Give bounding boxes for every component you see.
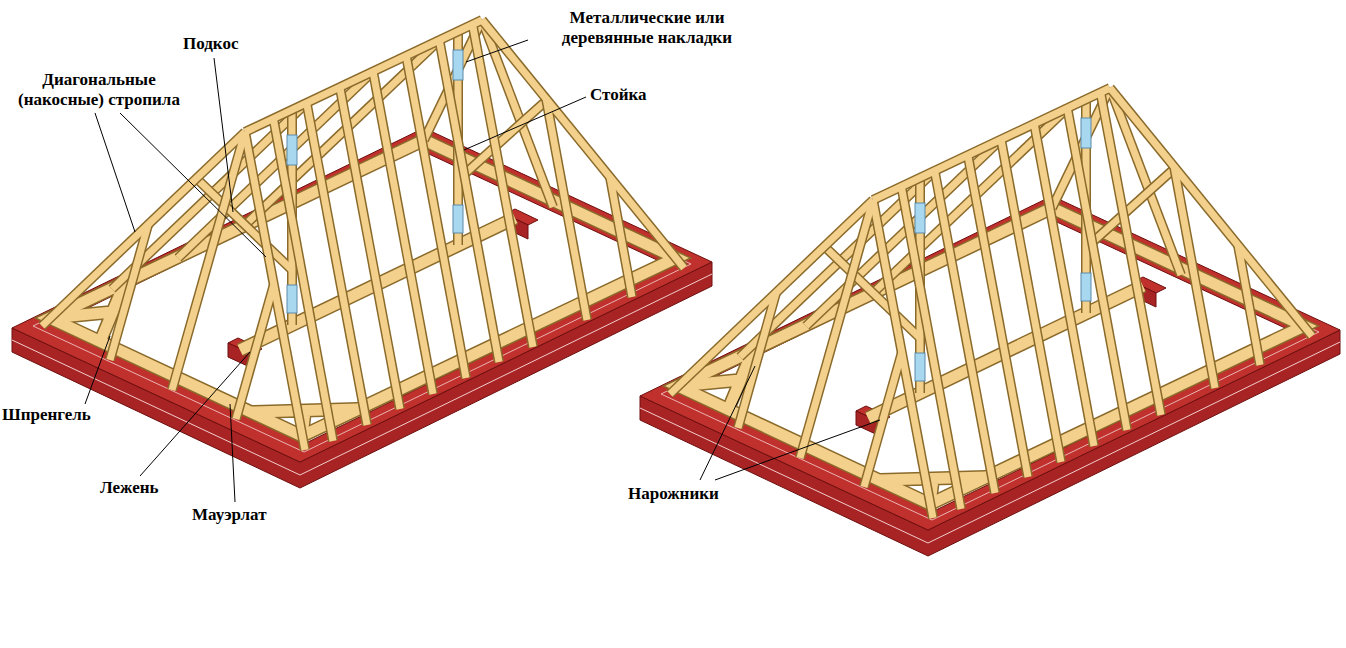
part-label: Подкос bbox=[183, 34, 238, 54]
roof-frame-right bbox=[640, 88, 1340, 556]
leader-lines bbox=[140, 352, 250, 476]
part-label: Стойка bbox=[590, 85, 647, 105]
part-label: Мауэрлат bbox=[192, 505, 267, 525]
leader-lines bbox=[230, 404, 235, 502]
leader-lines bbox=[214, 58, 233, 212]
leader-lines bbox=[85, 336, 110, 404]
part-label: Металлические или деревянные накладки bbox=[532, 8, 762, 47]
part-label: Лежень bbox=[100, 478, 159, 498]
leader-lines bbox=[700, 366, 755, 480]
leader-lines bbox=[715, 420, 880, 480]
leader-lines bbox=[466, 40, 528, 62]
leader-lines bbox=[95, 113, 135, 232]
part-label: Диагональные (накосные) стропила bbox=[4, 70, 194, 109]
leader-lines bbox=[85, 40, 880, 502]
leader-lines bbox=[464, 97, 586, 150]
part-label: Шпренгель bbox=[2, 405, 91, 425]
part-label: Нарожники bbox=[628, 484, 719, 504]
leader-lines bbox=[120, 113, 266, 257]
